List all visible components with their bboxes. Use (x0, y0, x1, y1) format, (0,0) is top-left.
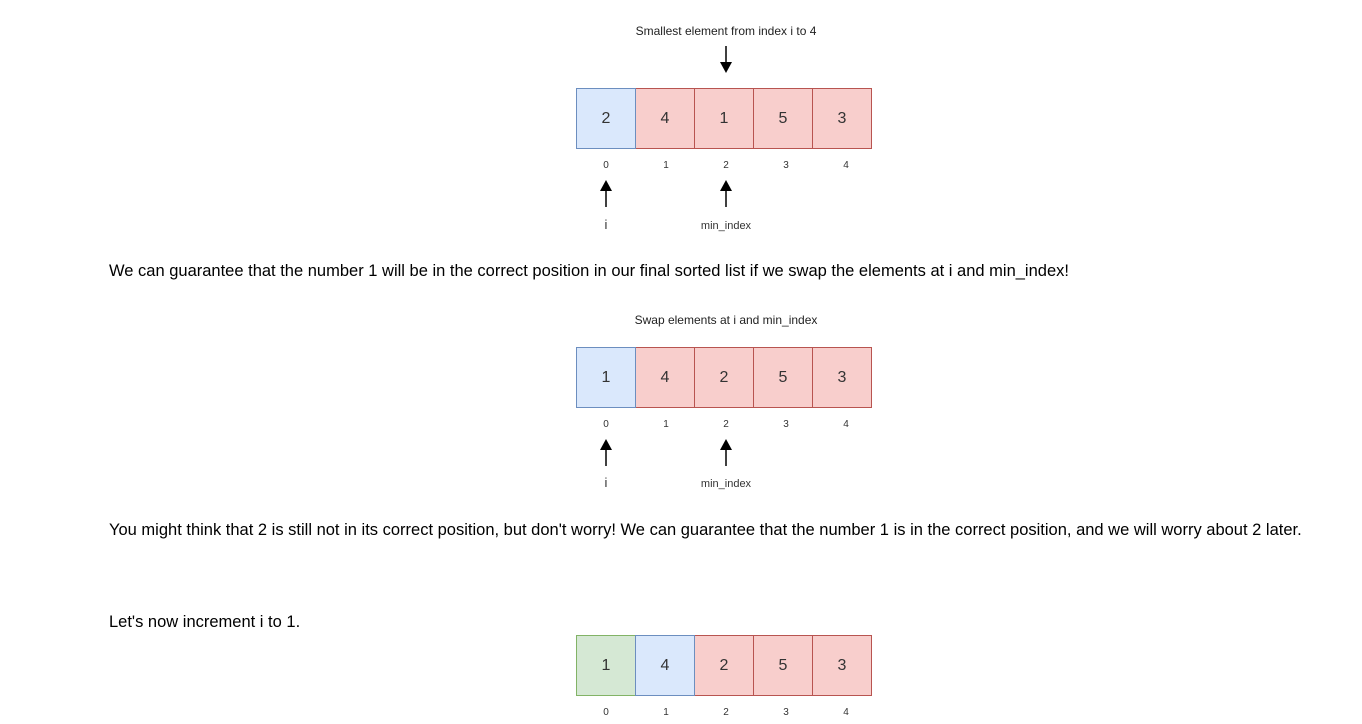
pointer-label-i: i (604, 475, 608, 490)
index-label: 2 (723, 160, 729, 171)
cell-value: 2 (719, 656, 729, 674)
index-label: 2 (723, 419, 729, 430)
diagram-caption: Smallest element from index i to 4 (635, 24, 817, 38)
array-cell: 2 (694, 635, 754, 696)
cell-value: 4 (660, 109, 670, 127)
arrow-up-icon (720, 180, 732, 207)
index-label: 1 (663, 707, 669, 718)
cell-value: 3 (837, 109, 847, 127)
array-cell: 1 (576, 347, 636, 408)
index-label: 0 (603, 419, 609, 430)
index-label: 4 (843, 707, 849, 718)
arrow-down-icon (720, 46, 732, 73)
array-cell: 3 (812, 635, 872, 696)
arrow-up-icon (600, 180, 612, 207)
paragraph: We can guarantee that the number 1 will … (109, 262, 1069, 280)
index-label: 0 (603, 707, 609, 718)
array-cell: 5 (753, 88, 813, 149)
array-cell: 4 (635, 88, 695, 149)
diagram-caption: Swap elements at i and min_index (634, 313, 818, 327)
array-cell: 5 (753, 347, 813, 408)
pointer-label-min-index: min_index (700, 220, 752, 232)
array-cell: 2 (694, 347, 754, 408)
cell-value: 2 (719, 368, 729, 386)
index-label: 3 (783, 160, 789, 171)
array-cell: 4 (635, 635, 695, 696)
cell-value: 2 (601, 109, 611, 127)
cell-value: 4 (660, 656, 670, 674)
array-cell: 3 (812, 88, 872, 149)
index-label: 0 (603, 160, 609, 171)
index-labels: 0 1 2 3 4 (576, 160, 876, 171)
cell-value: 4 (660, 368, 670, 386)
paragraph: Let's now increment i to 1. (109, 613, 301, 631)
cell-value: 5 (778, 656, 788, 674)
index-label: 4 (843, 160, 849, 171)
index-label: 3 (783, 419, 789, 430)
cell-value: 1 (601, 656, 611, 674)
array-cell: 2 (576, 88, 636, 149)
cell-value: 1 (719, 109, 729, 127)
paragraph: You might think that 2 is still not in i… (109, 521, 1302, 539)
array-row: 2 4 1 5 3 (576, 88, 872, 149)
array-row: 1 4 2 5 3 (576, 635, 872, 696)
array-cell: 5 (753, 635, 813, 696)
arrow-up-icon (720, 439, 732, 466)
arrow-up-icon (600, 439, 612, 466)
array-cell: 1 (694, 88, 754, 149)
array-cell: 3 (812, 347, 872, 408)
index-label: 1 (663, 419, 669, 430)
array-cell: 4 (635, 347, 695, 408)
index-label: 3 (783, 707, 789, 718)
pointer-label-i: i (604, 217, 608, 232)
array-cell: 1 (576, 635, 636, 696)
index-labels: 0 1 2 3 4 (576, 707, 876, 718)
cell-value: 5 (778, 368, 788, 386)
pointer-label-min-index: min_index (700, 478, 752, 490)
index-labels: 0 1 2 3 4 (576, 419, 876, 430)
cell-value: 5 (778, 109, 788, 127)
index-label: 1 (663, 160, 669, 171)
array-row: 1 4 2 5 3 (576, 347, 872, 408)
cell-value: 1 (601, 368, 611, 386)
cell-value: 3 (837, 368, 847, 386)
index-label: 2 (723, 707, 729, 718)
cell-value: 3 (837, 656, 847, 674)
index-label: 4 (843, 419, 849, 430)
